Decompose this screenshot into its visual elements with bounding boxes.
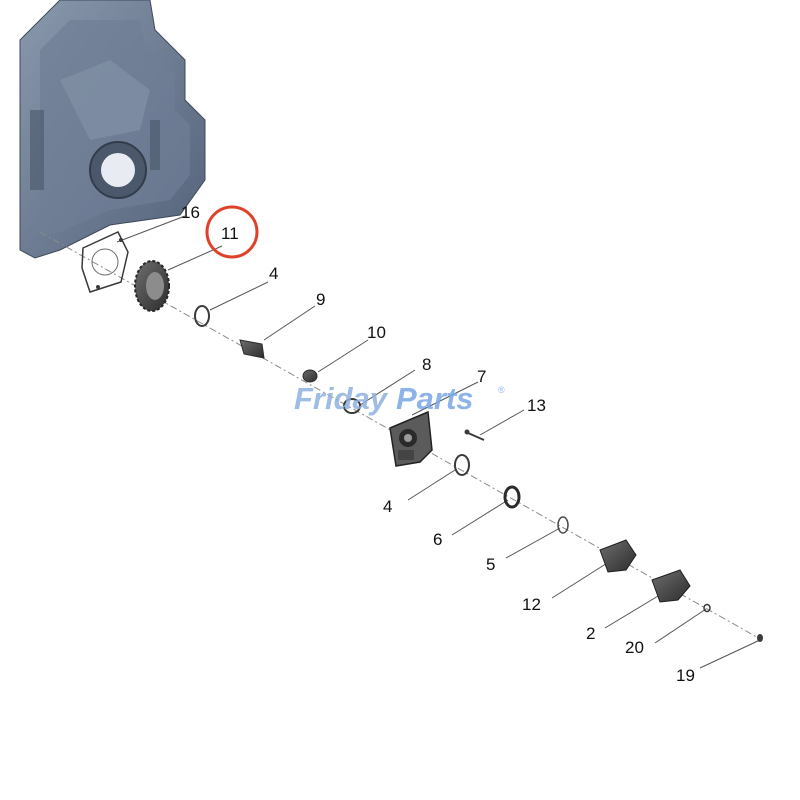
callout-2: 2 — [586, 624, 595, 643]
sleeve-part — [343, 398, 361, 414]
cap-2-part — [651, 569, 691, 603]
watermark-part-b: Parts — [396, 381, 474, 416]
gasket-part — [81, 231, 129, 293]
seal-ring-4-part — [454, 454, 470, 476]
engine-housing — [19, 0, 206, 259]
o-ring-part — [194, 305, 210, 327]
callout-4-top: 4 — [269, 264, 278, 283]
watermark-part-a: Friday — [294, 381, 389, 416]
cap-12-part — [599, 539, 637, 573]
pump-body-part — [389, 410, 433, 467]
shaft-part — [239, 339, 265, 359]
highlight-circle — [205, 205, 259, 259]
callout-11: 11 — [221, 224, 239, 243]
watermark-logo: Friday Parts ® — [294, 381, 505, 416]
pin-part — [703, 603, 711, 613]
screw-part — [757, 634, 763, 642]
bushing-part — [302, 369, 318, 383]
callout-7: 7 — [477, 367, 486, 386]
callout-12: 12 — [522, 595, 541, 614]
callout-10: 10 — [367, 323, 386, 342]
callout-13: 13 — [527, 396, 546, 415]
bolt-part — [464, 429, 485, 441]
gear-part — [134, 260, 170, 312]
callout-19: 19 — [676, 666, 695, 685]
callout-labels: 16 11 4 9 10 8 7 13 4 6 5 12 2 20 19 — [181, 203, 695, 685]
seal-ring-6-part — [503, 485, 521, 509]
callout-8: 8 — [422, 355, 431, 374]
callout-5: 5 — [486, 555, 495, 574]
callout-16: 16 — [181, 203, 200, 222]
callout-6: 6 — [433, 530, 442, 549]
leader-lines — [116, 215, 761, 669]
callout-20: 20 — [625, 638, 644, 657]
watermark-registered-mark: ® — [498, 385, 505, 395]
callout-9: 9 — [316, 290, 325, 309]
washer-part — [557, 516, 569, 534]
callout-4-bottom: 4 — [383, 497, 392, 516]
